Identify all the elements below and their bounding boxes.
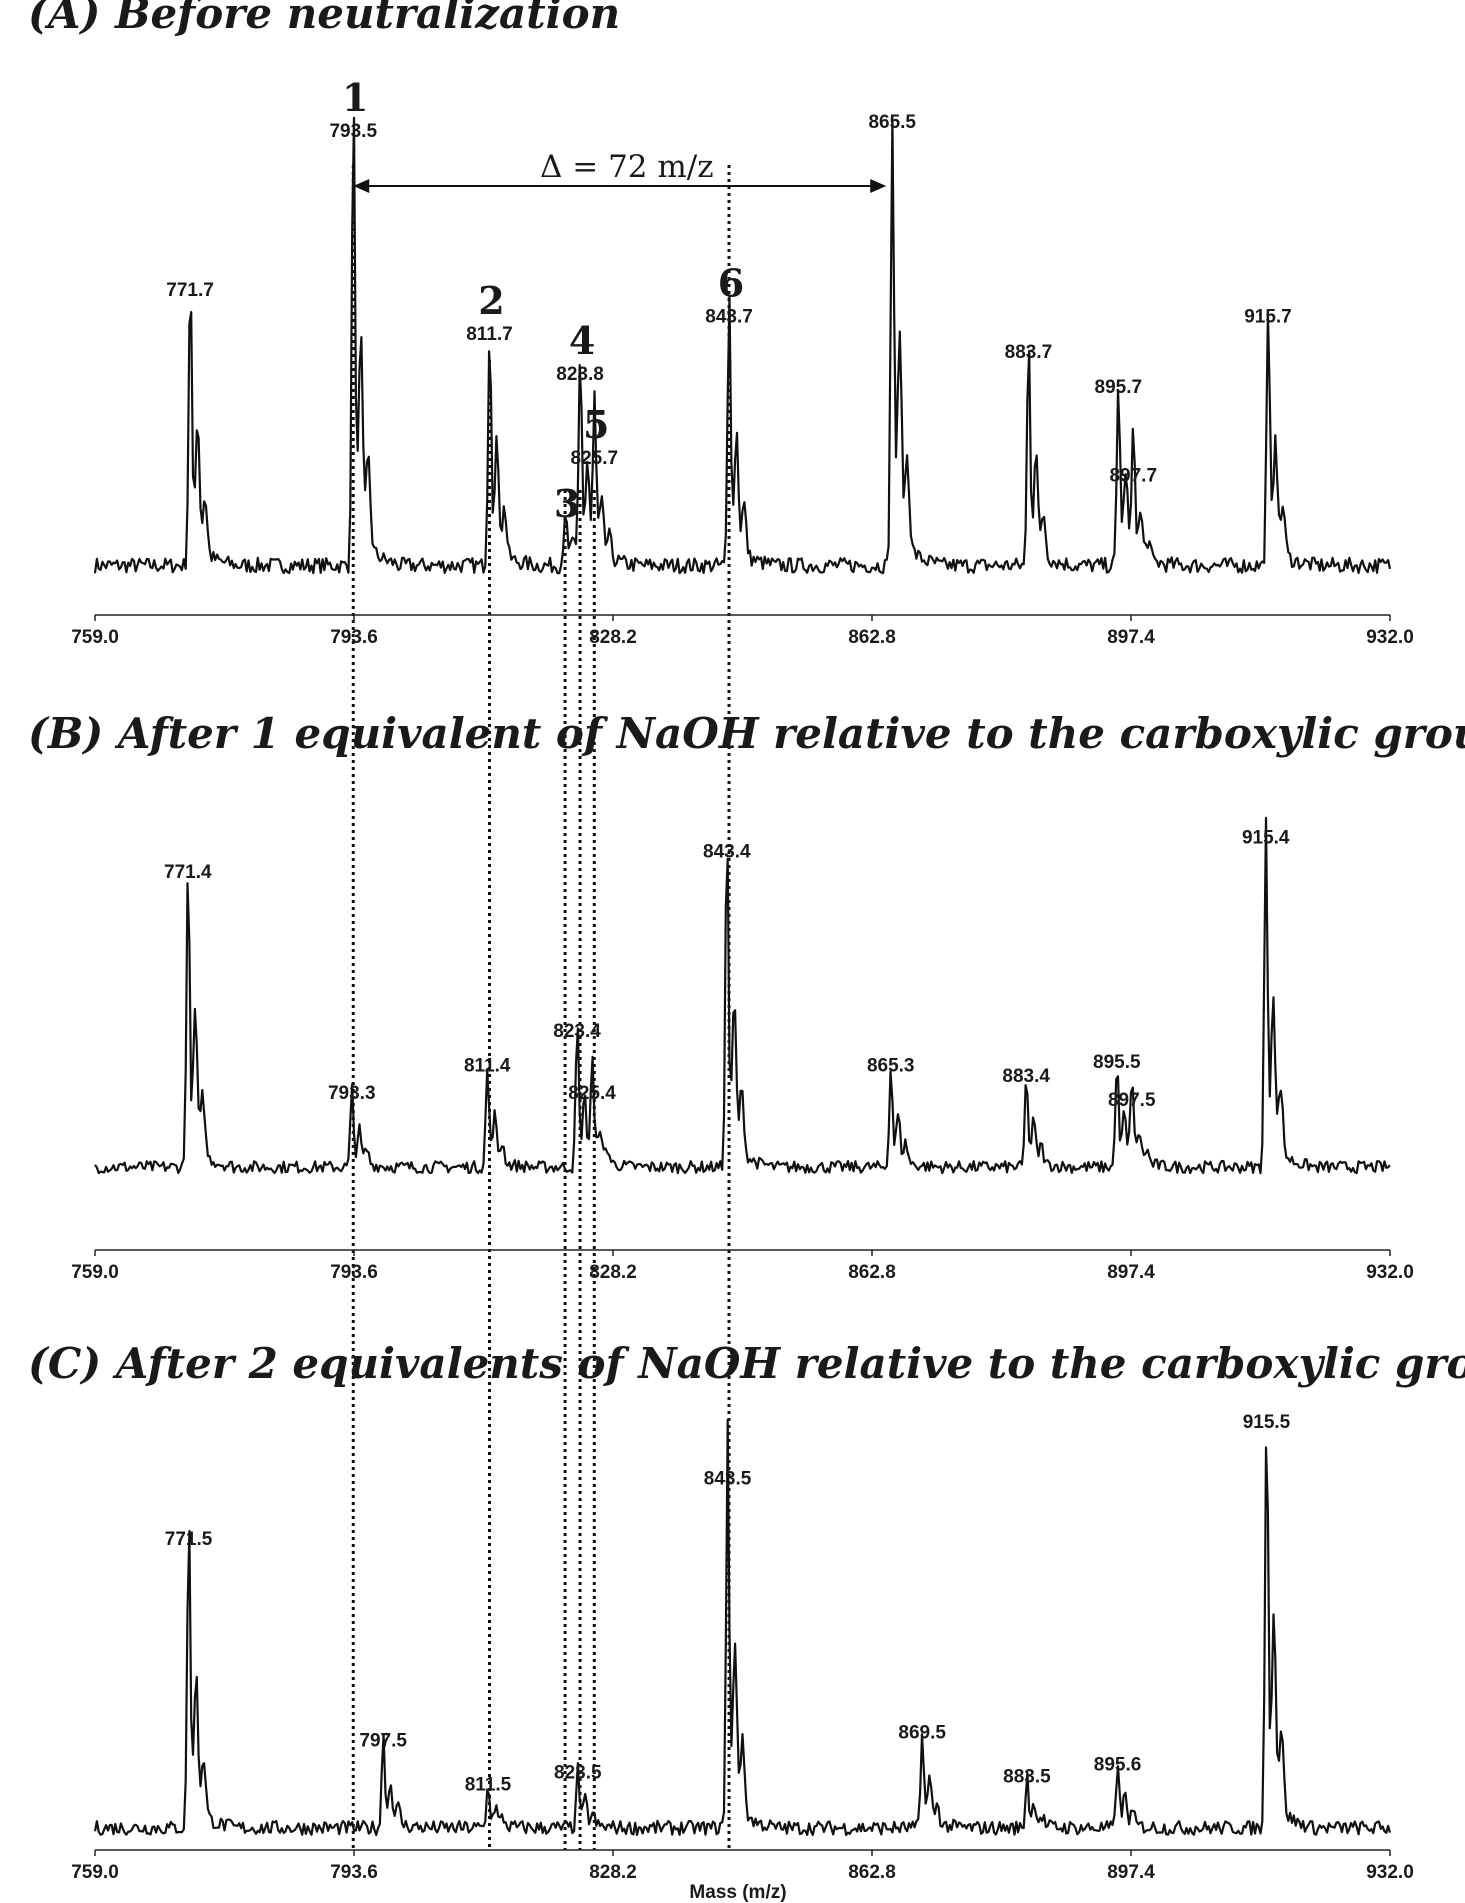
- peak-label: 811.5: [465, 1775, 512, 1796]
- peak-number: 3: [554, 481, 580, 526]
- peak-label: 883.7: [1005, 342, 1053, 363]
- panel-b-x-ticks: 759.0 793.6 828.2 862.8 897.4 932.0: [71, 1250, 1414, 1283]
- peak-label: 825.7: [571, 448, 619, 469]
- x-tick-label: 897.4: [1107, 1262, 1155, 1283]
- peak-label: 883.5: [1003, 1767, 1051, 1788]
- peak-label: 823.4: [553, 1021, 601, 1042]
- peak-label: 897.5: [1108, 1090, 1156, 1111]
- panel-a: (A) Before neutralization 759.0 793.6 828.…: [28, 0, 1414, 648]
- panel-c-title: (C) After 2 equivalents of NaOH relative…: [28, 1339, 1465, 1388]
- arrow-head-left: [353, 179, 370, 193]
- panel-b-peak-labels: 771.4 793.3 811.4 823.4 825.4 843.4 865.3 883.4…: [164, 828, 1290, 1111]
- panel-a-title: (A) Before neutralization: [28, 0, 620, 38]
- x-tick-label: 897.4: [1107, 1862, 1155, 1883]
- panel-c-x-ticks: 759.0 793.6 828.2 862.8 897.4 932.0: [71, 1850, 1414, 1883]
- x-tick-label: 862.8: [848, 627, 896, 648]
- x-tick-label: 932.0: [1366, 627, 1414, 648]
- peak-number: 1: [342, 75, 368, 120]
- x-tick-label: 932.0: [1366, 1262, 1414, 1283]
- peak-label: 823.5: [554, 1763, 602, 1784]
- arrow-head-right: [870, 179, 887, 193]
- peak-number: 6: [718, 260, 744, 305]
- peak-label: 883.4: [1002, 1066, 1050, 1087]
- panel-a-x-ticks: 759.0 793.6 828.2 862.8 897.4 932.0: [71, 615, 1414, 648]
- peak-label: 771.5: [165, 1529, 213, 1550]
- x-tick-label: 862.8: [848, 1862, 896, 1883]
- panel-a-peak-labels: 771.7 793.51 811.72 3 823.84 825.75 843.76 865.…: [166, 75, 1291, 526]
- peak-label: 843.5: [704, 1468, 752, 1489]
- peak-number: 4: [569, 318, 595, 363]
- panel-c-peak-labels: 771.5 797.5 811.5 823.5 843.5 869.5 883.5 895.6…: [165, 1412, 1291, 1796]
- peak-label: 865.5: [868, 112, 916, 133]
- x-tick-label: 759.0: [71, 1862, 119, 1883]
- x-tick-label: 862.8: [848, 1262, 896, 1283]
- peak-label: 869.5: [898, 1722, 946, 1743]
- x-tick-label: 793.6: [330, 1862, 378, 1883]
- peak-label: 915.7: [1244, 306, 1292, 327]
- peak-label: 825.4: [568, 1083, 616, 1104]
- x-axis-title: Mass (m/z): [689, 1882, 786, 1903]
- panel-a-spectrum: [93, 116, 1392, 575]
- peak-label: 811.4: [464, 1055, 511, 1076]
- peak-label: 865.3: [867, 1055, 915, 1076]
- x-tick-label: 793.6: [330, 1262, 378, 1283]
- peak-label: 897.7: [1109, 466, 1157, 487]
- panel-c-spectrum: [93, 1418, 1392, 1836]
- x-tick-label: 828.2: [589, 1262, 637, 1283]
- peak-label: 771.7: [166, 280, 214, 301]
- x-tick-label: 897.4: [1107, 627, 1155, 648]
- peak-label: 915.4: [1242, 828, 1290, 849]
- peak-label: 895.5: [1093, 1052, 1141, 1073]
- x-tick-label: 759.0: [71, 1262, 119, 1283]
- peak-label: 771.4: [164, 862, 212, 883]
- peak-number: 5: [583, 402, 609, 447]
- x-tick-label: 828.2: [589, 1862, 637, 1883]
- x-tick-label: 793.6: [330, 627, 378, 648]
- panel-b-spectrum: [94, 816, 1391, 1175]
- x-tick-label: 932.0: [1366, 1862, 1414, 1883]
- panel-b: (B) After 1 equivalent of NaOH relative …: [28, 709, 1465, 1283]
- peak-label: 895.6: [1094, 1755, 1142, 1776]
- peak-label: 811.7: [466, 324, 513, 345]
- panel-c: (C) After 2 equivalents of NaOH relative…: [28, 1339, 1465, 1903]
- peak-label: 793.3: [328, 1083, 376, 1104]
- delta-arrow: [353, 179, 887, 193]
- peak-number: 2: [478, 278, 504, 323]
- panel-b-title: (B) After 1 equivalent of NaOH relative …: [28, 709, 1465, 758]
- peak-label: 823.8: [556, 364, 604, 385]
- x-tick-label: 828.2: [589, 627, 637, 648]
- peak-label: 793.5: [329, 121, 377, 142]
- peak-label: 895.7: [1095, 377, 1143, 398]
- peak-label: 843.4: [703, 842, 751, 863]
- peak-label: 797.5: [359, 1730, 407, 1751]
- delta-annotation: Δ = 72 m/z: [540, 149, 714, 185]
- x-tick-label: 759.0: [71, 627, 119, 648]
- reference-guide-lines: [351, 165, 731, 1850]
- peak-label: 843.7: [705, 306, 753, 327]
- peak-label: 915.5: [1243, 1412, 1291, 1433]
